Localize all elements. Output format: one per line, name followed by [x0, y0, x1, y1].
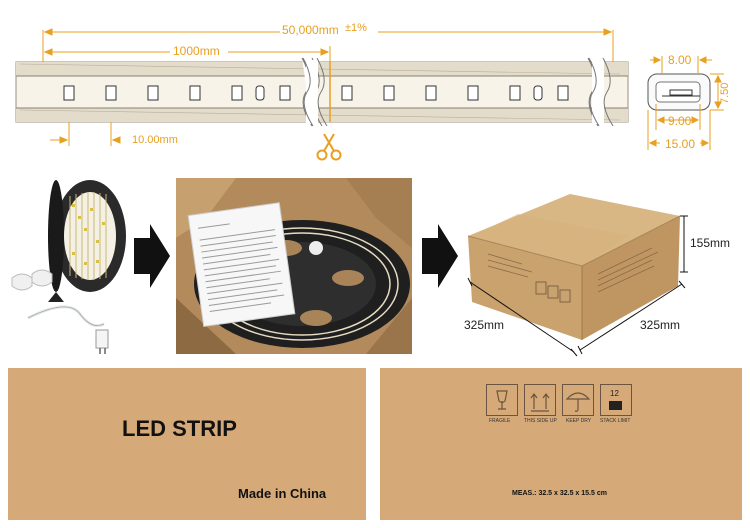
width-top-label: 8.00 — [668, 53, 692, 67]
stack-limit-value: 12 — [610, 389, 619, 398]
height-label: 7.50 — [719, 82, 731, 104]
keep-dry-label: KEEP DRY — [566, 418, 592, 424]
strip-drawing: 50,000mm ±1% 1000mm 10.00mm 8.00 7.50 9.… — [0, 0, 750, 165]
reel-illustration — [11, 180, 126, 354]
box-height-label: 155mm — [690, 236, 731, 250]
fragile-label: FRAGILE — [489, 418, 511, 424]
box-length-label: 325mm — [464, 318, 505, 332]
carton-origin: Made in China — [238, 486, 327, 501]
cross-section-profile — [647, 73, 711, 111]
total-length-dimension — [42, 28, 614, 62]
strip-diagram-svg — [15, 28, 724, 161]
led-chips — [63, 85, 569, 101]
scissors-icon — [316, 133, 342, 161]
segment-length-dimension — [43, 46, 331, 62]
tolerance-label: ±1% — [345, 22, 367, 34]
this-side-up-icon — [524, 384, 556, 416]
arrow-right-icon — [134, 224, 170, 288]
open-box-photo — [176, 178, 412, 354]
handling-symbols: FRAGILE THIS SIDE UP KEEP DRY 12 STACK L… — [486, 384, 646, 454]
total-length-label: 50,000mm — [282, 23, 339, 37]
carton-front-panel: LED STRIP Made in China — [8, 368, 366, 520]
width-inner-label: 9.00 — [668, 114, 692, 128]
stack-limit-icon: 12 — [600, 384, 632, 416]
width-total-label: 15.00 — [665, 137, 696, 151]
fragile-glass-icon — [486, 384, 518, 416]
this-side-up-label: THIS SIDE UP — [524, 418, 557, 424]
keep-dry-umbrella-icon — [562, 384, 594, 416]
carton-measurement: MEAS.: 32.5 x 32.5 x 15.5 cm — [512, 490, 607, 497]
cross-section-dimensions — [647, 56, 724, 150]
led-strip-body — [15, 57, 629, 127]
stack-limit-label: STACK LIMIT — [600, 418, 631, 424]
box-width-label: 325mm — [640, 318, 681, 332]
carton-title: LED STRIP — [122, 416, 237, 441]
led-pitch-label: 10.00mm — [132, 134, 178, 146]
segment-length-label: 1000mm — [173, 44, 220, 58]
led-pitch-dimension — [50, 122, 121, 146]
carton-side-panel: FRAGILE THIS SIDE UP KEEP DRY 12 STACK L… — [380, 368, 742, 520]
open-box-illustration — [176, 178, 412, 354]
arrow-right-icon — [422, 224, 458, 288]
reel-product-photo — [8, 174, 128, 354]
